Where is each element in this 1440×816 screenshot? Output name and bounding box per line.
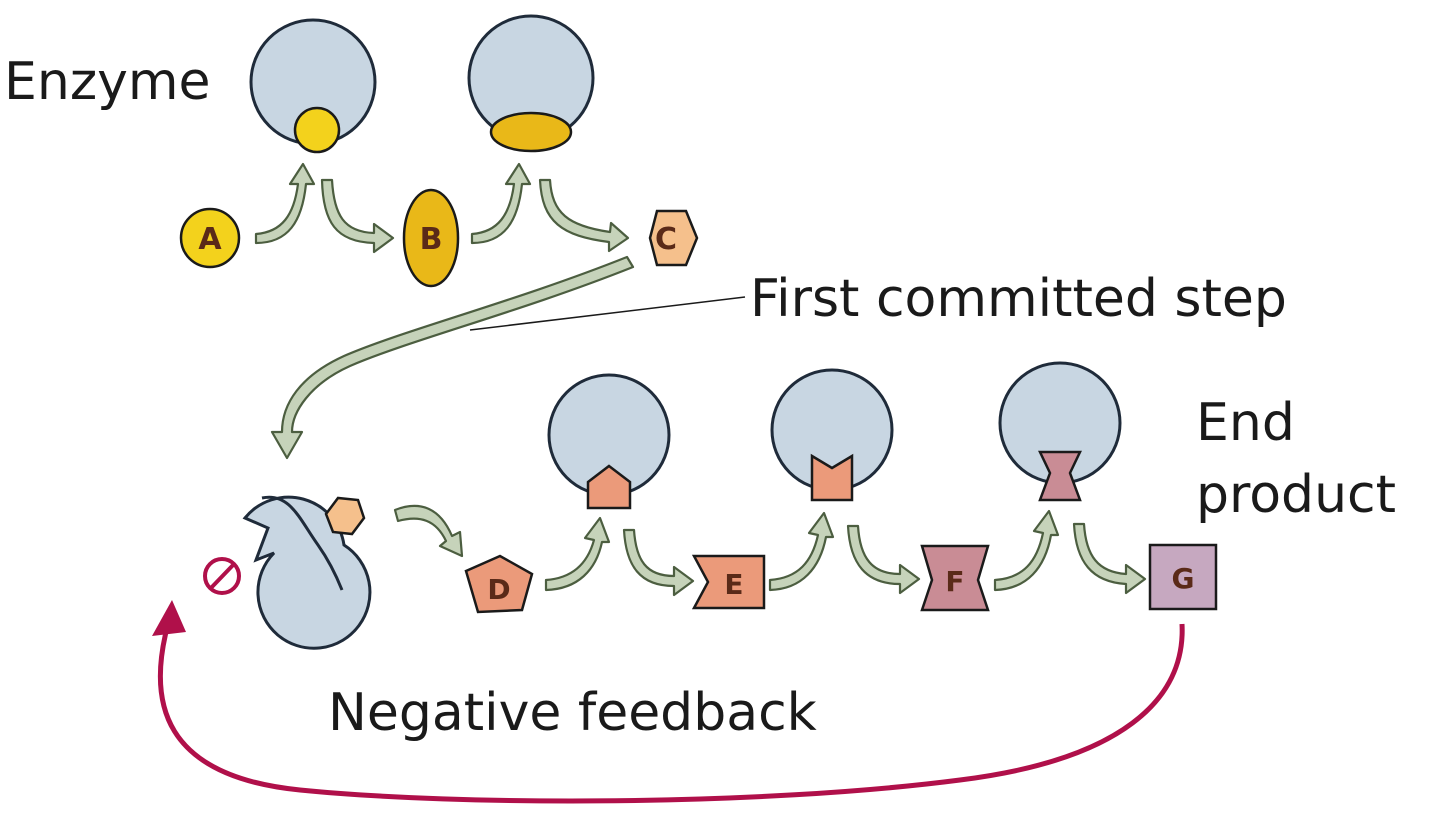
first-committed-step-label: First committed step (750, 269, 1287, 329)
pathway-arrow-f-g (993, 509, 1147, 595)
allosteric-enzyme (242, 495, 372, 650)
molecule-a: A (179, 207, 241, 269)
molecule-d: D (464, 554, 534, 614)
molecule-c: C (648, 209, 699, 267)
negative-feedback-arrow (152, 600, 1185, 804)
end-product-label-line2: product (1196, 465, 1396, 525)
pathway-arrow-b-c (470, 162, 630, 253)
first-committed-step-leader-line (469, 296, 746, 331)
enzyme-1-bound-substrate (293, 106, 341, 154)
molecule-f: F (920, 544, 990, 612)
molecule-g: G (1148, 543, 1218, 611)
pathway-arrow-d-e (544, 516, 695, 597)
first-committed-step-arrow (270, 255, 635, 460)
allosteric-enzyme-bound-substrate (324, 496, 366, 536)
enzyme-1 (249, 18, 377, 154)
inhibition-icon (203, 557, 241, 595)
pathway-arrow-a-b (254, 162, 395, 254)
enzyme-2-bound-substrate (489, 111, 573, 153)
enzyme-2 (467, 14, 595, 153)
molecule-d-label: D (487, 573, 510, 606)
enzyme-5-bound-substrate (1038, 450, 1082, 502)
molecule-c-label: C (655, 222, 677, 257)
enzyme-4-bound-substrate (810, 453, 854, 502)
enzyme-5 (998, 361, 1122, 502)
negative-feedback-label: Negative feedback (328, 683, 817, 743)
molecule-g-label: G (1172, 562, 1195, 595)
end-product-label-line1: End (1196, 393, 1295, 453)
molecule-a-label: A (198, 222, 222, 257)
enzyme-4 (770, 368, 894, 502)
molecule-e: E (691, 554, 766, 610)
enzyme-label: Enzyme (4, 52, 211, 112)
molecule-b-label: B (420, 222, 443, 257)
molecule-b: B (402, 188, 460, 288)
pathway-arrow-to-d (393, 504, 464, 558)
molecule-e-label: E (724, 568, 743, 601)
molecule-f-label: F (945, 565, 964, 598)
enzyme-3 (547, 373, 671, 510)
pathway-arrow-e-f (768, 511, 921, 595)
enzyme-3-bound-substrate (586, 464, 632, 510)
